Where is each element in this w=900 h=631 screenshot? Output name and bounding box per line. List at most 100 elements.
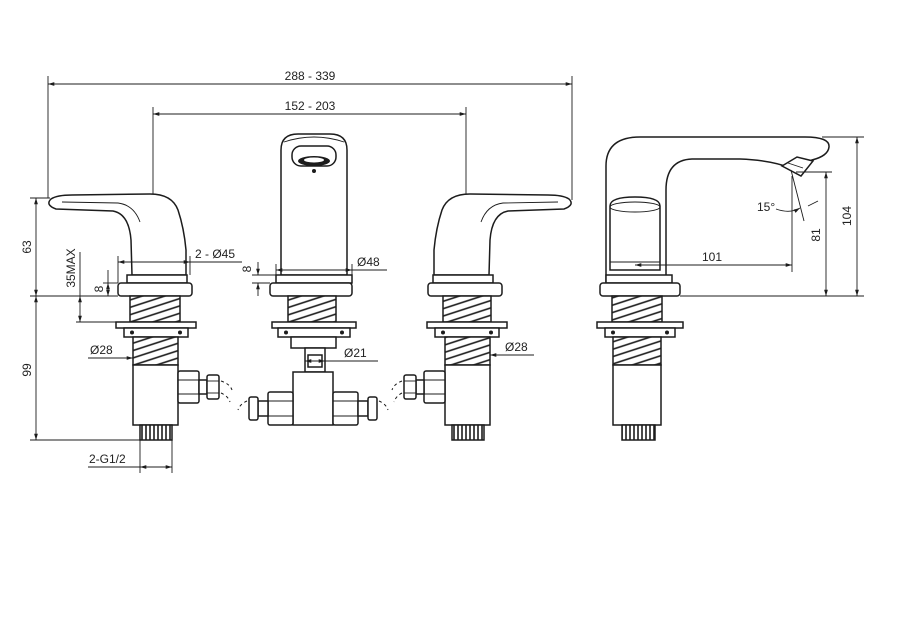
right-handle-collar [432, 274, 494, 284]
left-handle-inlet-thread [139, 424, 173, 441]
spout-right-hex-nut [332, 391, 359, 426]
spout-left-fitting [257, 400, 269, 417]
side-lock-nut [604, 327, 676, 338]
right-handle-outlet-fitting [415, 379, 425, 395]
right-handle-shank-thread [444, 336, 491, 366]
spout-right-connector [367, 396, 378, 421]
left-handle-nut-dot [178, 330, 182, 335]
inlet-thread-label: 2-G1/2 [89, 452, 126, 466]
left-handle-base-flange [117, 282, 193, 297]
right-shank-diameter-dimension: Ø28 [490, 340, 534, 357]
right-handle-lever-edge [480, 201, 559, 223]
left-handle-nut-dot [130, 330, 134, 335]
spout-body [280, 133, 348, 276]
side-valve-body [612, 364, 662, 426]
inlet-thread-dimension: 2-G1/2 [88, 440, 173, 473]
side-nut-dot [611, 330, 615, 335]
side-collar [605, 274, 673, 284]
right-handle-upper-thread [442, 295, 492, 323]
side-base-flange [599, 282, 681, 297]
spout-base-diameter-dimension: Ø48 [275, 255, 387, 275]
spout-total-height-label: 104 [840, 206, 854, 226]
left-shank-diameter-dimension: Ø28 [88, 343, 133, 360]
side-spout-body [605, 136, 830, 283]
side-washer [596, 321, 684, 329]
shank-length-dimension: 99 [20, 296, 142, 441]
side-inlet-thread [621, 424, 656, 441]
spout-base-height-dimension: 8 [240, 262, 276, 296]
center-spacing-label: 152 - 203 [285, 99, 336, 113]
side-shank-thread [612, 336, 662, 366]
spout-outlet-height-dimension: 81 [796, 171, 832, 296]
handle-height-label: 63 [20, 240, 34, 254]
right-handle-base-flange [427, 282, 503, 297]
spout-washer [271, 321, 357, 329]
left-handle-outlet-connector [206, 374, 220, 400]
spout-angle-label: 15° [757, 200, 775, 214]
spout-total-height-dimension: 104 [680, 136, 864, 297]
right-handle-washer [426, 321, 508, 329]
left-hose-continuation [220, 392, 231, 403]
spout-nut-dot [340, 330, 344, 335]
spout-nut-dot [284, 330, 288, 335]
side-handle-column [609, 196, 661, 271]
spout-left-hose-continuation [237, 400, 248, 411]
spout-aerator-inner [304, 157, 324, 163]
handle-base-diameter-dimension: 2 - Ø45 [117, 247, 242, 283]
spout-shank-diameter-label: Ø21 [344, 346, 367, 360]
handle-base-height-label: 8 [92, 285, 106, 292]
spout-reach-dimension: 101 [635, 176, 793, 272]
left-handle-shank-thread [132, 336, 179, 366]
spout-upper-thread [287, 295, 337, 323]
spout-tee-body [292, 371, 334, 426]
right-handle-outlet-connector [403, 374, 417, 400]
spout-top-arc [283, 136, 345, 143]
spout-base-flange [269, 282, 353, 297]
side-upper-thread [611, 295, 663, 323]
left-hose-continuation [220, 380, 233, 391]
shank-length-label: 99 [20, 363, 34, 377]
spout-left-connector [248, 396, 259, 421]
side-nut-dot [665, 330, 669, 335]
deck-thickness-label: 35MAX [64, 248, 78, 287]
right-hose-continuation [391, 380, 403, 391]
left-handle-upper-thread [129, 295, 181, 323]
left-handle-outlet-fitting [198, 379, 208, 395]
spout-shank-nut [290, 336, 337, 349]
spout-base-height-label: 8 [240, 265, 254, 272]
side-handle-top [609, 201, 661, 213]
spout-reach-label: 101 [702, 250, 722, 264]
left-handle-washer [115, 321, 197, 329]
right-handle-outlet-hex-nut [423, 370, 446, 404]
spout-outlet-height-label: 81 [809, 228, 823, 242]
spout-right-fitting [357, 400, 369, 417]
right-handle-valve [391, 193, 572, 441]
right-handle-inlet-thread [451, 424, 485, 441]
left-handle-outlet-hex-nut [177, 370, 200, 404]
overall-width-label: 288 - 339 [285, 69, 336, 83]
spout-base-diameter-label: Ø48 [357, 255, 380, 269]
right-shank-diameter-label: Ø28 [505, 340, 528, 354]
handle-height-dimension: 63 [20, 197, 118, 297]
left-handle-lever [48, 193, 187, 276]
right-handle-valve-body [444, 364, 491, 426]
handle-base-height-dimension: 8 [92, 270, 118, 296]
spout-left-hex-nut [267, 391, 294, 426]
center-spout [237, 133, 389, 426]
overall-width-dimension: 288 - 339 [47, 69, 573, 200]
handle-base-diameter-label: 2 - Ø45 [195, 247, 235, 261]
spout-collar [275, 274, 353, 284]
spout-shank-diameter-dimension: Ø21 [305, 346, 378, 363]
right-hose-continuation [393, 392, 403, 403]
left-handle-collar [126, 274, 188, 284]
right-handle-nut-dot [441, 330, 445, 335]
right-handle-nut-dot [489, 330, 493, 335]
center-spacing-dimension: 152 - 203 [152, 99, 467, 196]
left-handle-valve-body [132, 364, 179, 426]
deck-thickness-dimension: 35MAX [64, 248, 116, 323]
spout-right-hose-continuation [378, 400, 389, 411]
spout-angle-dimension: 15° [757, 169, 819, 222]
spout-aerator-center [312, 169, 316, 173]
right-handle-lever [433, 193, 572, 276]
